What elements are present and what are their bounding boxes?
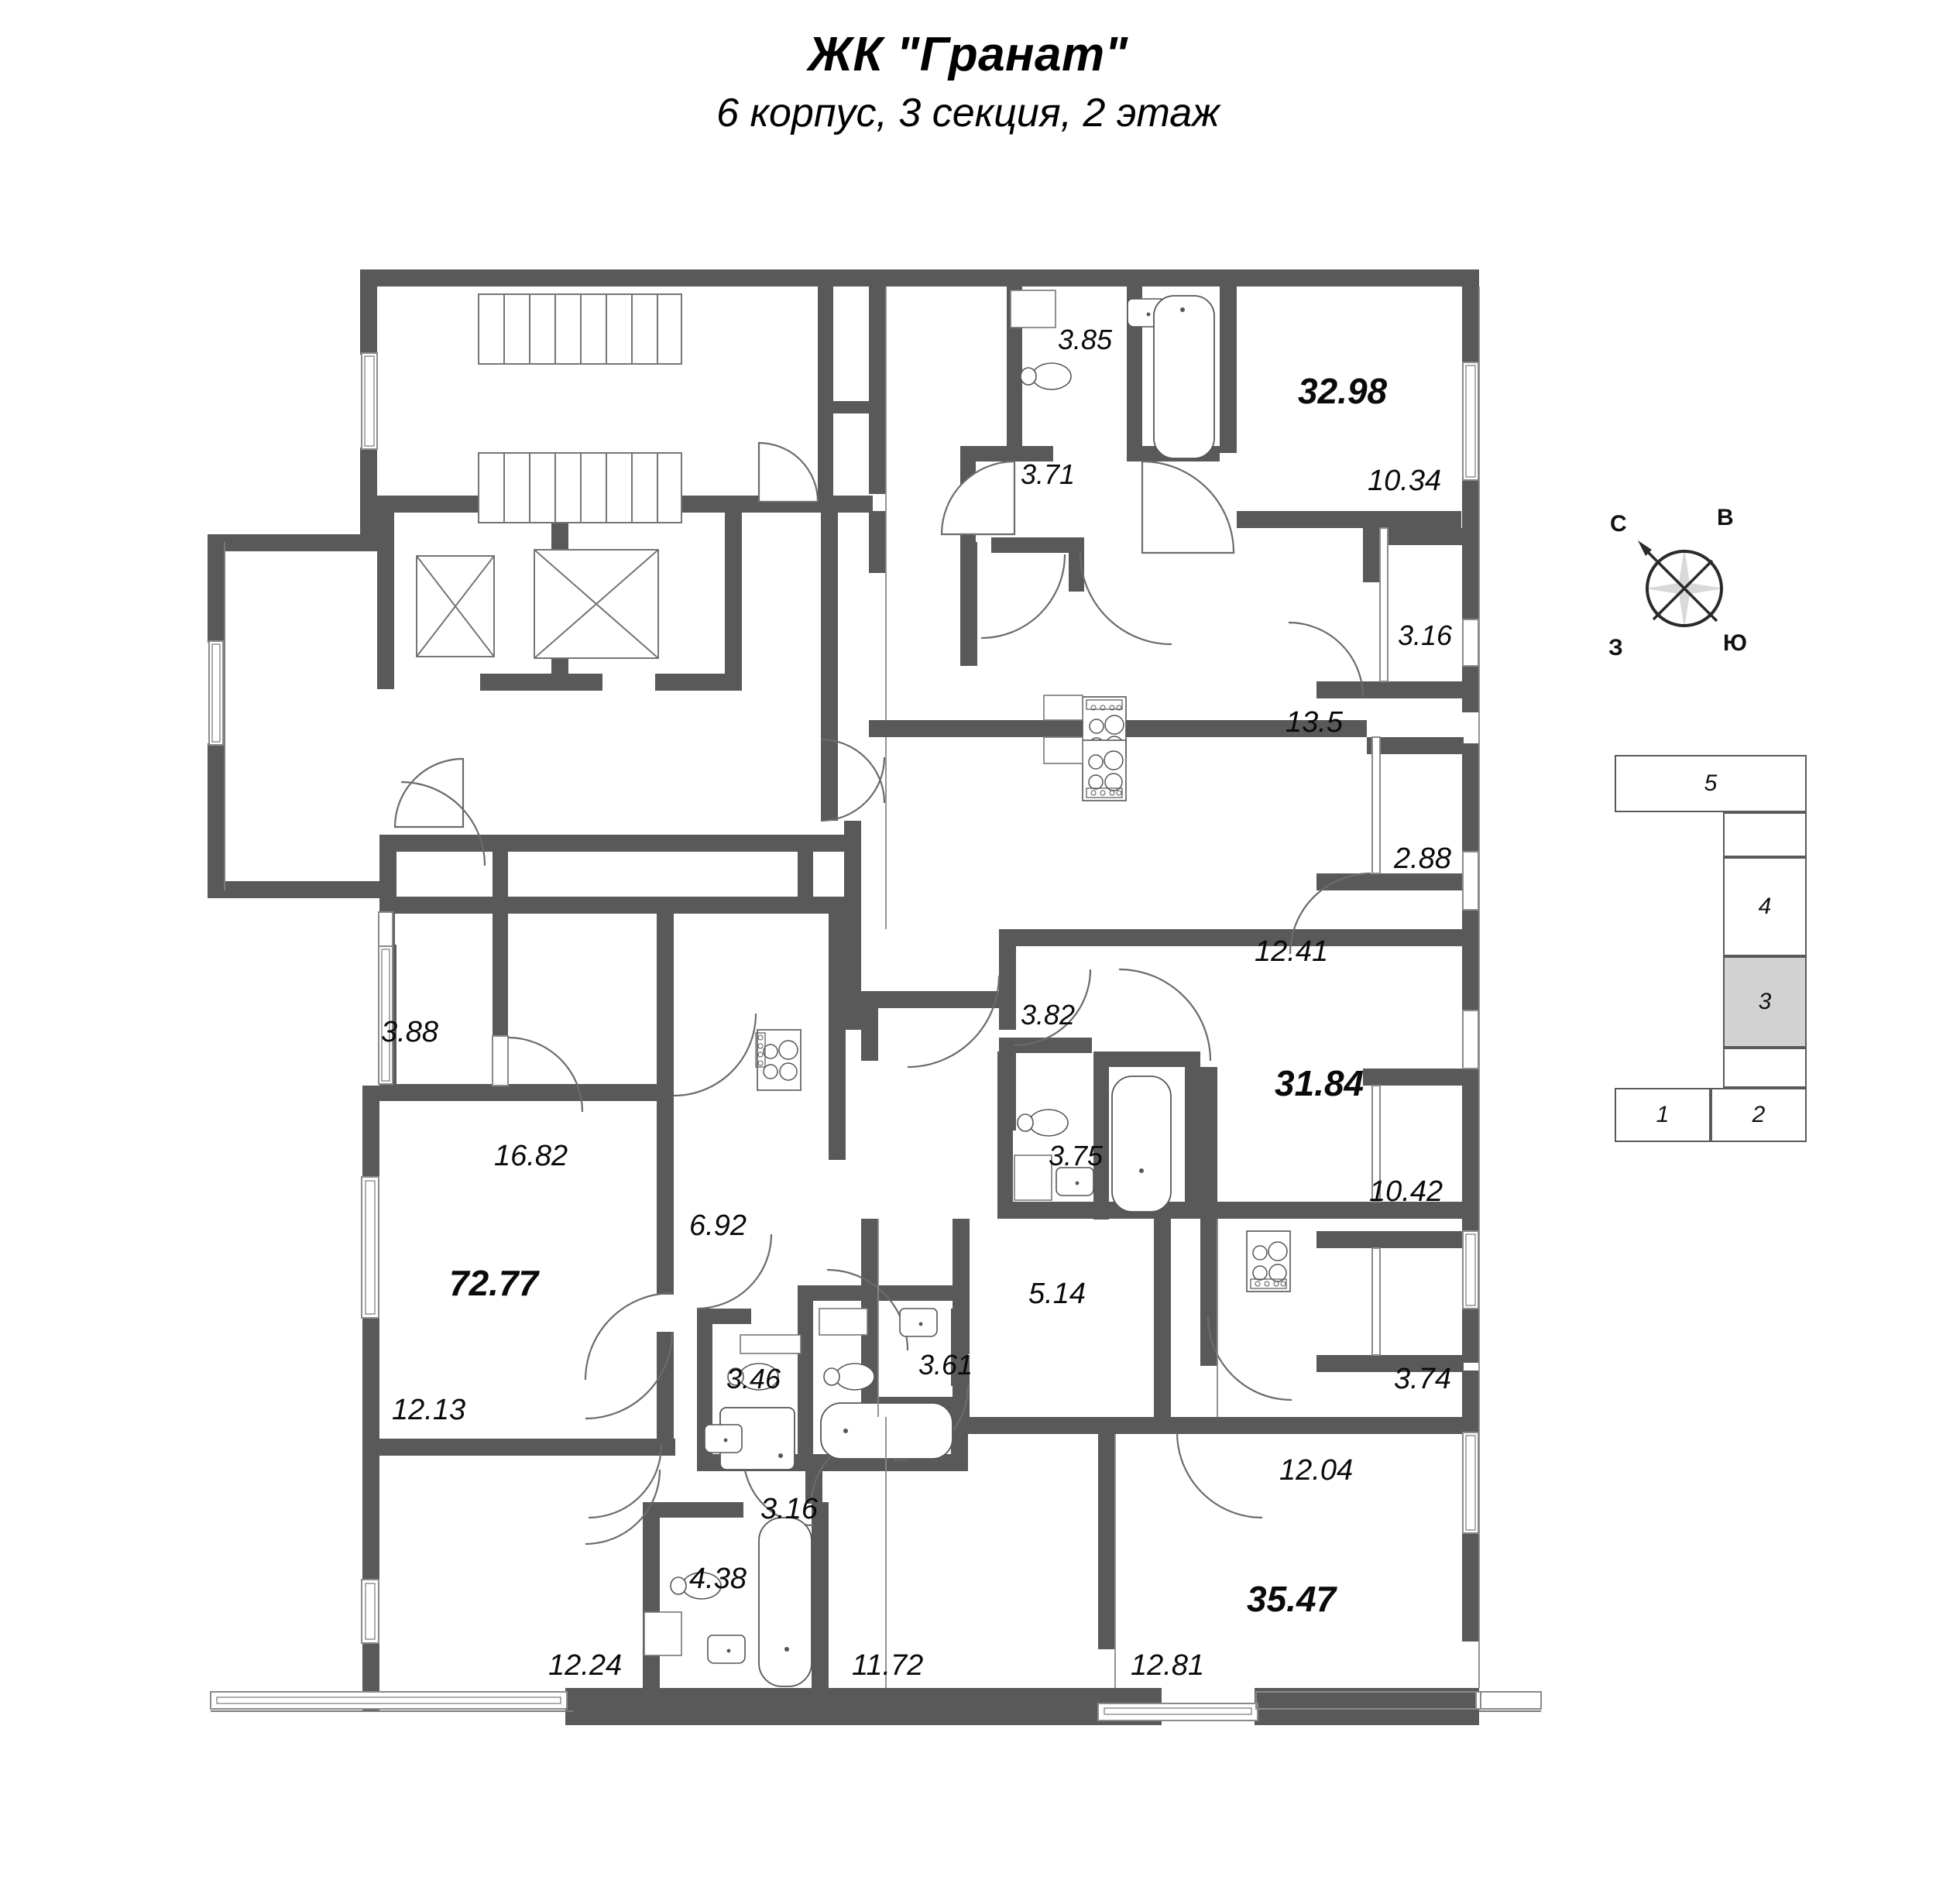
key-section-4[interactable]: 4 [1723, 857, 1807, 956]
area-label-room-1172: 11.72 [852, 1649, 924, 1682]
area-label-hall-514: 5.14 [1028, 1278, 1086, 1310]
key-section-5[interactable]: 5 [1615, 755, 1807, 812]
compass-label-west: З [1608, 635, 1623, 660]
area-label-apt-3184: 31.84 [1275, 1063, 1364, 1103]
wall-group [208, 269, 1479, 1725]
key-section-2[interactable]: 2 [1711, 1088, 1807, 1142]
compass-rose: С В З Ю [1608, 505, 1754, 660]
area-label-room-1224: 12.24 [548, 1649, 623, 1682]
area-label-room-1281: 12.81 [1131, 1649, 1205, 1682]
compass-label-north: С [1610, 511, 1627, 537]
door-group [393, 441, 1371, 1545]
area-label-loggia-316: 3.16 [1398, 619, 1453, 651]
area-label-apt-7277: 72.77 [449, 1263, 539, 1303]
area-label-room-1682: 16.82 [494, 1140, 568, 1172]
area-label-bath-385: 3.85 [1058, 324, 1113, 355]
area-label-room-1204: 12.04 [1279, 1454, 1354, 1487]
key-section-3[interactable]: 3 [1723, 956, 1807, 1048]
area-label-bath-346: 3.46 [726, 1363, 781, 1395]
title-block: ЖК "Гранат" 6 корпус, 3 секция, 2 этаж [0, 29, 1936, 135]
stairs-group [478, 293, 682, 523]
area-label-hall-371: 3.71 [1021, 458, 1076, 490]
building-key-diagram: 5 4 3 1 2 [1615, 755, 1847, 1142]
area-label-bath-438: 4.38 [689, 1563, 747, 1595]
area-label-loggia-374: 3.74 [1394, 1363, 1451, 1395]
area-label-bath-361: 3.61 [918, 1349, 973, 1381]
area-label-room-1241: 12.41 [1255, 935, 1329, 968]
area-label-bath-375: 3.75 [1049, 1140, 1104, 1172]
area-label-room-1042: 10.42 [1369, 1175, 1443, 1208]
area-label-room-1213: 12.13 [392, 1394, 466, 1426]
fixture-group [644, 290, 1291, 1687]
page-subtitle: 6 корпус, 3 секция, 2 этаж [716, 91, 1220, 136]
area-label-apt-3298: 32.98 [1298, 371, 1388, 411]
compass-label-east: В [1717, 505, 1734, 530]
area-label-hall-692: 6.92 [689, 1209, 747, 1242]
window-group [208, 352, 1542, 1721]
compass-star [1644, 548, 1725, 629]
key-connector-bottom [1723, 1048, 1807, 1088]
compass-label-south: Ю [1723, 630, 1747, 656]
area-label-hall-382: 3.82 [1021, 999, 1076, 1031]
area-label-loggia-288: 2.88 [1394, 842, 1451, 875]
area-label-balcony-1034: 10.34 [1368, 465, 1442, 497]
area-label-loggia-388: 3.88 [381, 1016, 438, 1048]
key-connector-top [1723, 812, 1807, 857]
area-label-kitchen-135: 13.5 [1286, 706, 1343, 739]
page-title: ЖК "Гранат" [808, 28, 1128, 81]
key-section-1[interactable]: 1 [1615, 1088, 1711, 1142]
area-label-apt-3547: 35.47 [1247, 1579, 1337, 1619]
area-label-corridor-316: 3.16 [760, 1493, 818, 1525]
elevator-group [416, 549, 659, 659]
